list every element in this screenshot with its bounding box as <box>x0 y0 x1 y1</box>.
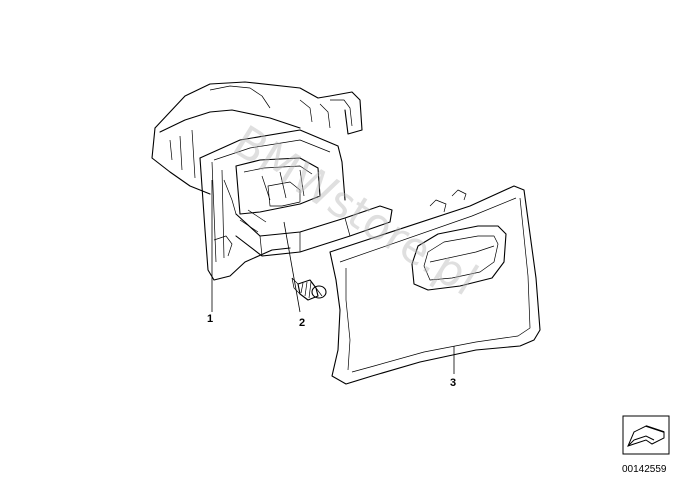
folded-sheet-arrow-icon <box>622 415 670 455</box>
callout-part-3: 3 <box>450 377 456 389</box>
callout-part-2: 2 <box>299 317 305 329</box>
part-1-holder-assembly <box>151 81 393 281</box>
leader-line-2 <box>283 221 301 313</box>
part-2-screw <box>291 277 327 301</box>
diagram-number: 00142559 <box>622 464 667 475</box>
leader-lines <box>211 180 455 374</box>
callout-part-1: 1 <box>207 313 213 325</box>
part-3-trim-cover <box>329 185 541 385</box>
